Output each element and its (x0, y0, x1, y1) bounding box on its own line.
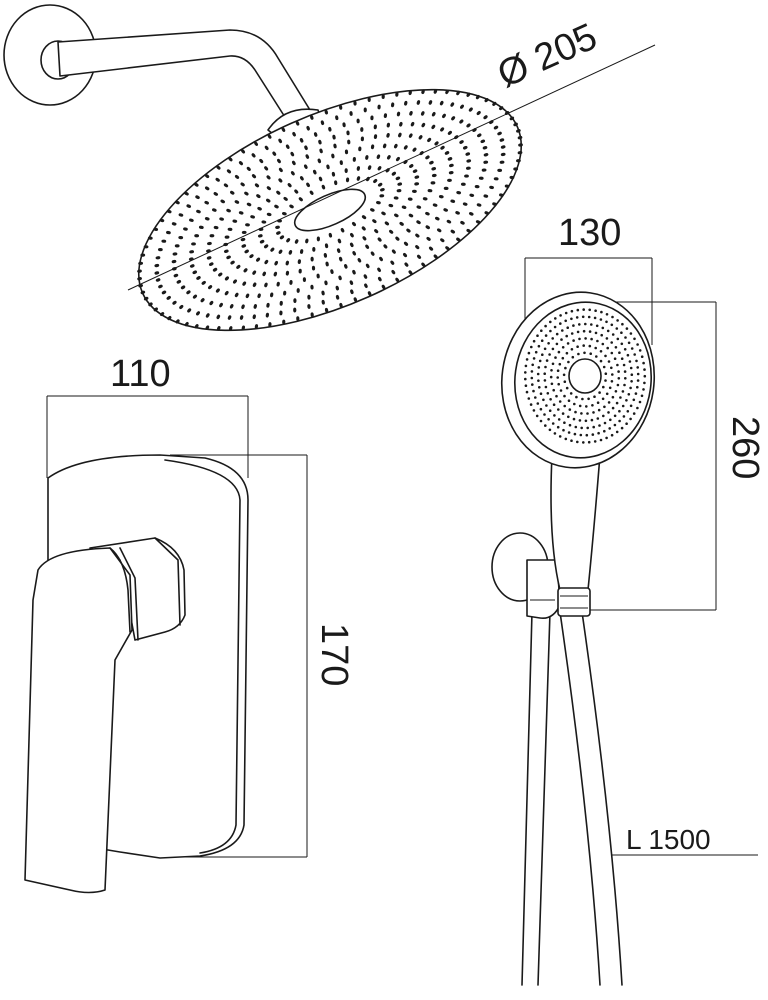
diameter-dimension-line (127, 44, 656, 291)
hose-length-label: L 1500 (626, 824, 711, 855)
hand-shower-handle (550, 454, 601, 591)
mixer-width-dimension: 110 (46, 353, 249, 478)
mixer-assembly: 110 170 (24, 353, 355, 894)
rain-nozzle-pattern (137, 89, 523, 331)
hose-length-dimension: L 1500 (612, 824, 758, 856)
diameter-label: Ø 205 (492, 16, 604, 96)
hose-connector-nut (557, 587, 591, 617)
rain-shower-disc (137, 88, 523, 332)
hand-shower-length-dimension: 260 (588, 301, 766, 611)
mixer-lever-hub (89, 537, 186, 641)
hand-shower-wall-bracket (491, 532, 561, 620)
shower-arm (57, 29, 311, 126)
mixer-lever-handle (24, 547, 133, 894)
hand-shower-assembly: 130 260 L 1500 (491, 212, 766, 986)
hand-shower-nozzle-pattern (524, 308, 647, 444)
hand-shower-width-label: 130 (558, 212, 621, 254)
hand-shower-length-label: 260 (724, 416, 766, 479)
mixer-height-dimension: 170 (170, 454, 355, 858)
shower-hose (521, 611, 623, 986)
hand-shower-head (500, 291, 656, 469)
mixer-height-label: 170 (313, 623, 355, 686)
mixer-width-label: 110 (110, 353, 171, 395)
hand-shower-width-dimension: 130 (524, 212, 653, 345)
